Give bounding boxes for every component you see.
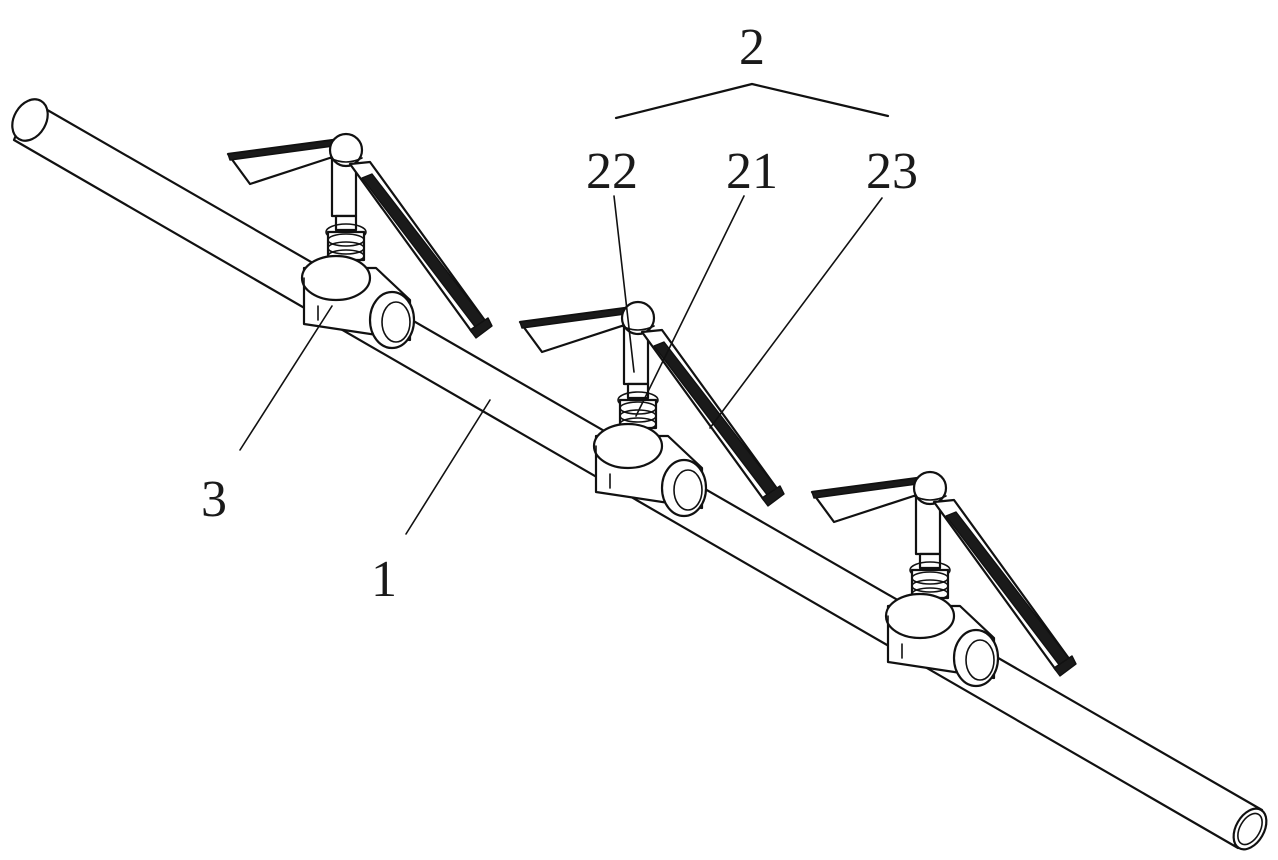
label-23: 23 — [866, 143, 918, 200]
label-2: 2 — [739, 19, 765, 76]
assembly-bracket — [614, 82, 890, 120]
leader-lines — [239, 195, 883, 535]
label-21: 21 — [726, 143, 778, 200]
label-22: 22 — [586, 143, 638, 200]
label-3: 3 — [201, 471, 227, 528]
label-1: 1 — [371, 551, 397, 608]
